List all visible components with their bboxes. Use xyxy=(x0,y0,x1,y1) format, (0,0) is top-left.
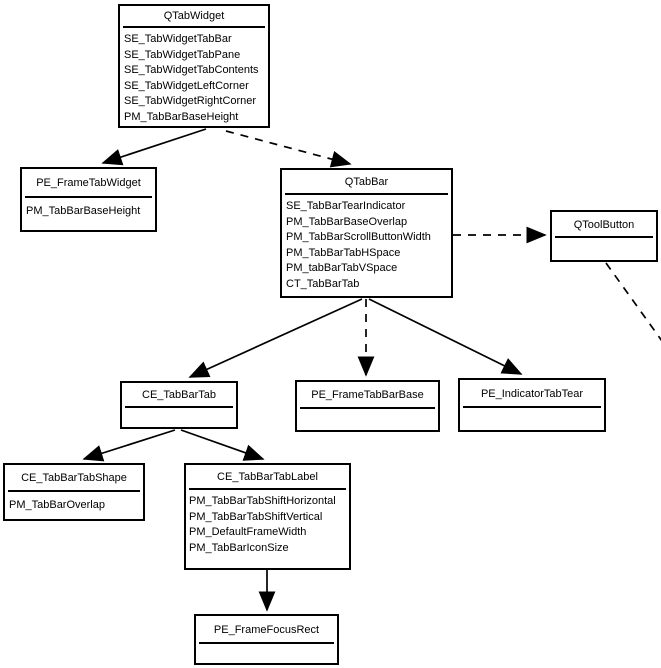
title-separator xyxy=(25,196,152,198)
node-item: CT_TabBarTab xyxy=(286,277,360,290)
edge-qtoolbutton-to-offcanvas xyxy=(605,262,661,342)
edge-qtabbar-to-ce-tabbartab xyxy=(188,298,363,378)
node-item: SE_TabBarTearIndicator xyxy=(286,200,406,212)
node-title: PE_FrameTabWidget xyxy=(36,177,141,189)
node-items: PM_TabBarOverlap xyxy=(5,492,143,514)
title-separator xyxy=(555,236,653,238)
node-title: QTabWidget xyxy=(163,10,225,22)
node-title: CE_TabBarTab xyxy=(142,389,216,401)
title-separator xyxy=(189,488,346,490)
title-separator xyxy=(300,407,435,409)
node-qtoolbutton: QToolButton xyxy=(550,210,658,262)
node-qtabbar: QTabBar SE_TabBarTearIndicator PM_TabBar… xyxy=(280,168,453,298)
node-pe-frametabbarbase: PE_FrameTabBarBase xyxy=(295,380,440,432)
node-title: CE_TabBarTabShape xyxy=(21,472,127,484)
node-pe-indicatortabtear: PE_IndicatorTabTear xyxy=(458,378,606,432)
node-qtabwidget: QTabWidget SE_TabWidgetTabBar SE_TabWidg… xyxy=(118,4,270,128)
node-item: SE_TabWidgetTabBar xyxy=(124,33,232,45)
node-title: CE_TabBarTabLabel xyxy=(217,471,318,483)
node-item: PM_TabBarTabShiftHorizontal xyxy=(189,495,336,507)
node-item: SE_TabWidgetTabContents xyxy=(124,64,259,76)
edge-qtabbar-to-pe-indicatortabtear xyxy=(368,298,523,375)
node-items: SE_TabWidgetTabBar SE_TabWidgetTabPane S… xyxy=(120,28,268,125)
edge-ce-tabbartab-to-ce-tabbartabshape xyxy=(82,429,176,462)
node-item: PM_TabBarTabShiftVertical xyxy=(189,510,323,523)
node-ce-tabbartabshape: CE_TabBarTabShape PM_TabBarOverlap xyxy=(3,463,145,521)
node-items: SE_TabBarTearIndicator PM_TabBarBaseOver… xyxy=(282,195,451,292)
node-item: SE_TabWidgetRightCorner xyxy=(124,95,257,107)
node-pe-framefocusrect: PE_FrameFocusRect xyxy=(194,614,339,665)
node-title: QTabBar xyxy=(344,176,389,188)
node-title: PE_FrameFocusRect xyxy=(213,624,320,636)
title-separator xyxy=(463,406,601,408)
title-separator xyxy=(123,26,265,28)
node-title: QToolButton xyxy=(573,219,635,231)
node-items: PM_TabBarBaseHeight xyxy=(22,198,155,220)
node-title: PE_FrameTabBarBase xyxy=(311,389,424,401)
edge-ce-tabbartab-to-ce-tabbartablabel xyxy=(180,429,265,461)
title-separator xyxy=(125,406,233,408)
node-items: PM_TabBarTabShiftHorizontal PM_TabBarTab… xyxy=(186,490,349,556)
node-item: PM_TabBarBaseHeight xyxy=(124,110,239,123)
node-item: PM_TabBarBaseHeight xyxy=(26,205,141,217)
title-separator xyxy=(199,642,334,644)
node-item: SE_TabWidgetTabPane xyxy=(124,48,241,61)
node-item: PM_tabBarTabVSpace xyxy=(286,262,398,274)
node-title: PE_IndicatorTabTear xyxy=(480,388,584,400)
node-item: PM_TabBarBaseOverlap xyxy=(286,215,408,228)
node-pe-frametabwidget: PE_FrameTabWidget PM_TabBarBaseHeight xyxy=(20,167,157,232)
edge-qtabwidget-to-qtabbar xyxy=(225,130,352,168)
title-separator xyxy=(285,193,448,195)
node-ce-tabbartab: CE_TabBarTab xyxy=(120,381,238,429)
node-item: PM_TabBarOverlap xyxy=(9,499,105,511)
node-item: PM_TabBarIconSize xyxy=(189,541,289,554)
node-item: PM_TabBarScrollButtonWidth xyxy=(286,231,431,243)
edge-qtabwidget-to-pe-frametabwidget xyxy=(101,128,207,166)
title-separator xyxy=(8,490,140,492)
node-item: PM_TabBarTabHSpace xyxy=(286,246,401,259)
node-ce-tabbartablabel: CE_TabBarTabLabel PM_TabBarTabShiftHoriz… xyxy=(184,463,351,570)
node-item: PM_DefaultFrameWidth xyxy=(189,526,307,538)
node-item: SE_TabWidgetLeftCorner xyxy=(124,79,249,92)
